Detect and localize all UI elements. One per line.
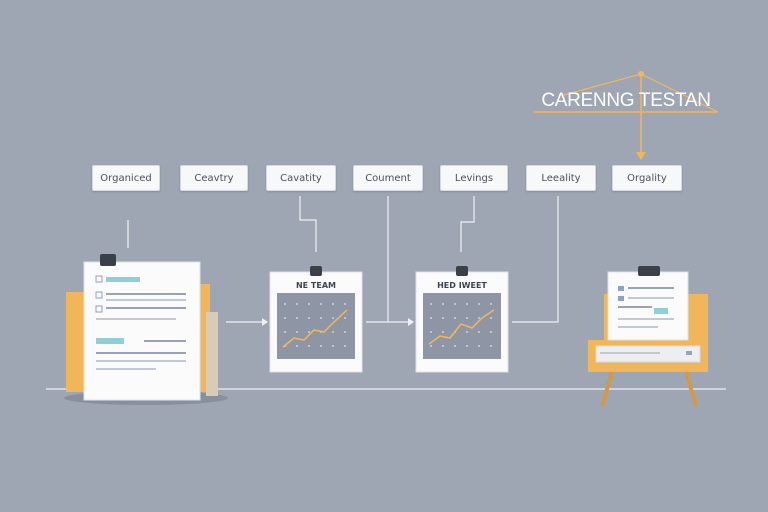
chart-card-2 bbox=[415, 266, 509, 373]
step-label-3: Cavatity bbox=[266, 165, 336, 191]
step-label-2: Ceavtry bbox=[180, 165, 248, 191]
connectors bbox=[127, 196, 559, 323]
step-label-5: Levings bbox=[440, 165, 508, 191]
card-title-2: HED IWEET bbox=[437, 281, 487, 290]
diagram-title: CARENNG TESTAN bbox=[541, 90, 711, 111]
step-label-1: Organiced bbox=[92, 165, 160, 191]
step-label-7: Orgality bbox=[612, 165, 682, 191]
arrow-head-2 bbox=[408, 318, 414, 326]
step-label-4: Coument bbox=[353, 165, 423, 191]
step-label-6: Leeality bbox=[526, 165, 596, 191]
title-pointer bbox=[534, 71, 719, 160]
card-title-1: NE TEAM bbox=[295, 281, 337, 290]
arrow-head-1 bbox=[262, 318, 268, 326]
document-stack bbox=[64, 254, 228, 405]
chart-card-1 bbox=[269, 266, 363, 373]
chair-document bbox=[588, 266, 708, 407]
